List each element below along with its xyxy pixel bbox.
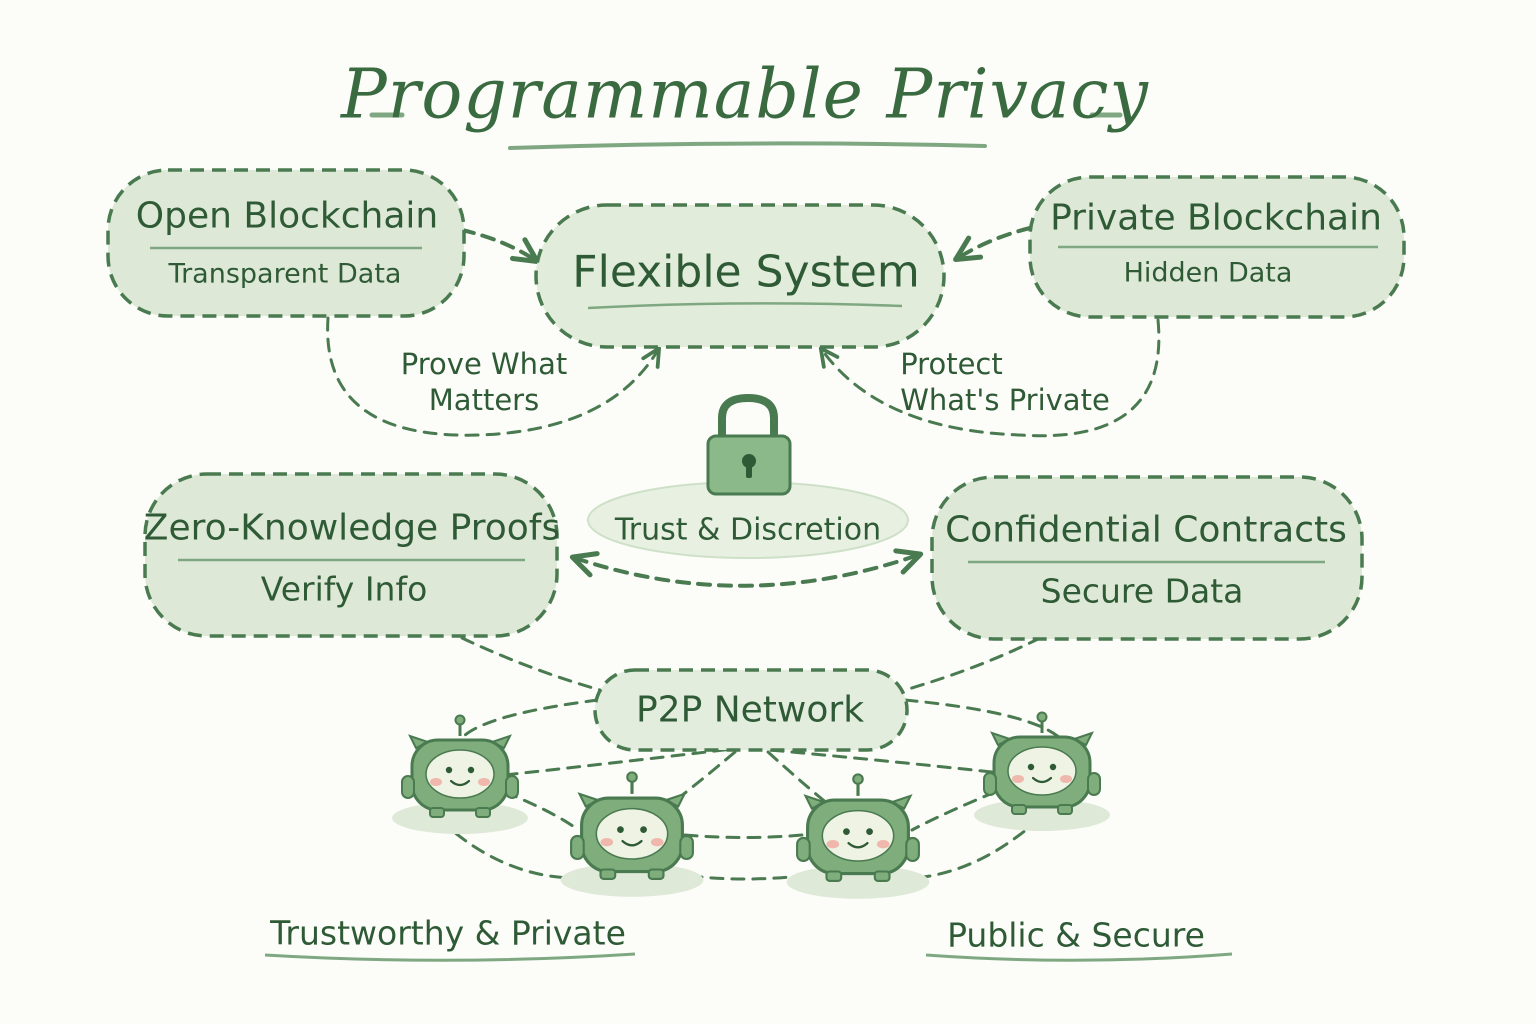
node-boxes	[106, 168, 1406, 752]
caption-public-secure: Public & Secure	[947, 915, 1205, 955]
zero-knowledge-title: Zero-Knowledge Proofs	[143, 507, 561, 549]
arrow-private-to-flexible	[953, 226, 1032, 263]
arrow-open-to-flexible	[460, 228, 540, 265]
open-blockchain-subtitle: Transparent Data	[168, 258, 402, 290]
prove-what-matters-label: Prove What Matters	[400, 346, 568, 417]
padlock-icon	[706, 393, 792, 496]
robot-node-icon	[974, 711, 1110, 831]
robot-nodes	[392, 711, 1110, 899]
title-decoration	[369, 112, 1123, 150]
box-confidential-contracts	[930, 475, 1364, 641]
robot-node-icon	[786, 773, 930, 899]
trust-discretion-label: Trust & Discretion	[614, 512, 882, 548]
open-blockchain-title: Open Blockchain	[135, 195, 439, 237]
link-contracts-p2p	[903, 636, 1042, 692]
private-blockchain-subtitle: Hidden Data	[1123, 257, 1293, 289]
page-title: Programmable Privacy	[341, 55, 1149, 135]
confidential-contracts-title: Confidential Contracts	[945, 509, 1347, 551]
box-flexible-system	[534, 203, 946, 349]
private-blockchain-title: Private Blockchain	[1050, 197, 1382, 239]
arrow-protect-whats-private	[818, 318, 1161, 438]
protect-whats-private-label: Protect What's Private	[900, 346, 1110, 417]
confidential-contracts-subtitle: Secure Data	[1040, 571, 1244, 611]
box-zero-knowledge	[143, 472, 559, 638]
robot-node-icon	[560, 771, 704, 897]
p2p-network-title: P2P Network	[635, 689, 865, 731]
zero-knowledge-subtitle: Verify Info	[260, 569, 428, 609]
box-open-blockchain	[106, 168, 466, 318]
arrow-trust-discretion	[569, 548, 924, 588]
caption-trustworthy-private: Trustworthy & Private	[270, 913, 626, 953]
arrow-prove-what-matters	[326, 316, 661, 437]
caption-underlines	[264, 952, 1233, 962]
robot-node-icon	[392, 714, 528, 834]
box-dividers	[150, 245, 1378, 564]
flexible-system-title: Flexible System	[572, 246, 920, 298]
link-zkp-p2p	[460, 636, 602, 692]
box-p2p-network	[593, 668, 909, 752]
